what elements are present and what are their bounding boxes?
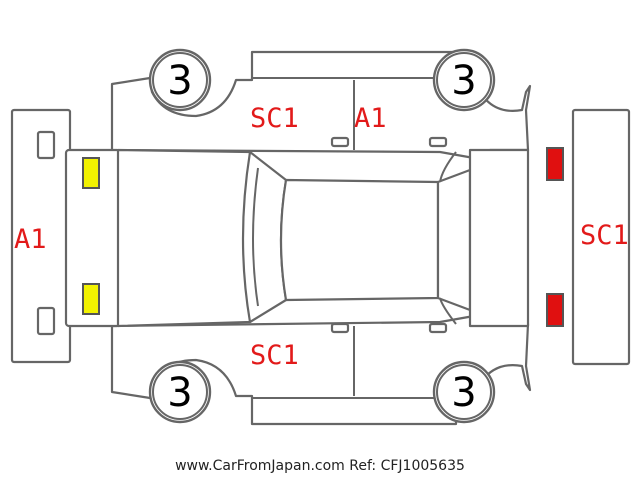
car-body-top xyxy=(64,148,530,328)
tire-rear-left: 3 xyxy=(432,48,496,112)
rear-right-lamp xyxy=(546,293,564,327)
tire-front-right: 3 xyxy=(148,360,212,424)
front-right-lamp xyxy=(82,283,100,315)
damage-code-right-front-door: SC1 xyxy=(250,340,299,371)
front-lamps xyxy=(82,157,100,315)
tire-front-right-value: 3 xyxy=(167,370,192,416)
rear-left-lamp xyxy=(546,147,564,181)
source-reference-footer: www.CarFromJapan.com Ref: CFJ1005635 xyxy=(175,458,465,474)
tire-rear-right-value: 3 xyxy=(451,370,476,416)
damage-code-rear-bumper: SC1 xyxy=(580,220,629,251)
rear-bumper xyxy=(571,108,631,366)
rear-lamps xyxy=(546,147,564,327)
front-left-lamp xyxy=(82,157,100,189)
tire-front-left: 3 xyxy=(148,48,212,112)
damage-code-left-rear-door: A1 xyxy=(354,103,387,134)
upper-side-panels xyxy=(110,50,532,160)
damage-code-left-front-door: SC1 xyxy=(250,103,299,134)
damage-code-front-bumper: A1 xyxy=(14,224,47,255)
tire-rear-left-value: 3 xyxy=(451,58,476,104)
tire-front-left-value: 3 xyxy=(167,58,192,104)
tire-rear-right: 3 xyxy=(432,360,496,424)
